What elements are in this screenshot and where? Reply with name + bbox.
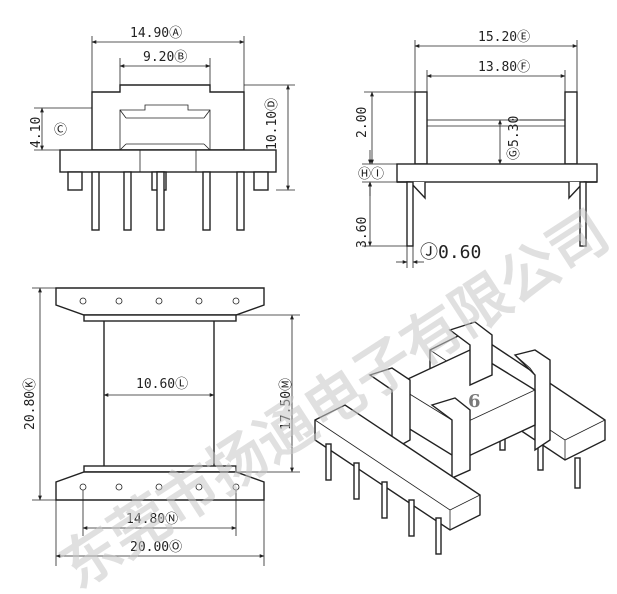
front-view-pins [91, 171, 245, 231]
dim-e-label: 15.20Ⓔ [478, 30, 530, 45]
top-view: 20.80Ⓚ 17.50Ⓜ 10.60Ⓛ 14.80Ⓝ 20.00Ⓞ [23, 287, 300, 566]
dim-l-label: 10.60Ⓛ [136, 377, 188, 392]
dim-3-60-label: 3.60 [355, 217, 370, 248]
dim-a-label: 14.90Ⓐ [130, 26, 182, 41]
isometric-view: 6 [314, 321, 606, 555]
dim-o-label: 20.00Ⓞ [130, 540, 182, 555]
dim-j-label: Ⓙ0.60 [420, 242, 481, 263]
front-view-flange [59, 149, 277, 173]
page-number: 6 [468, 391, 481, 412]
top-view-pin-holes [79, 297, 240, 491]
dim-g-label: Ⓖ5.30 [507, 116, 522, 160]
front-view-body [91, 84, 245, 151]
dim-n-label: 14.80Ⓝ [126, 512, 178, 527]
front-view: 14.90Ⓐ 9.20Ⓑ 4.10 Ⓒ 10.10Ⓓ [29, 26, 295, 231]
dim-b-label: 9.20Ⓑ [143, 50, 187, 65]
side-view-base [396, 163, 598, 183]
dim-f-label: 13.80Ⓕ [478, 60, 530, 75]
side-view-pin-right [579, 181, 587, 247]
dim-h-i-label: ⒽⒾ [358, 167, 384, 182]
dim-c-label: 4.10 [29, 117, 44, 148]
side-view: 15.20Ⓔ 13.80Ⓕ 2.00 Ⓖ5.30 ⒽⒾ 3.60 Ⓙ0.60 [355, 30, 598, 268]
dim-m-label: 17.50Ⓜ [279, 378, 294, 430]
dim-2-00-label: 2.00 [355, 107, 370, 138]
dim-d-label: 10.10Ⓓ [265, 98, 280, 150]
dim-k-label: 20.80Ⓚ [23, 378, 38, 430]
isometric-pins [325, 443, 442, 555]
side-view-pin-left [406, 181, 414, 247]
dim-c-symbol: Ⓒ [54, 123, 67, 138]
